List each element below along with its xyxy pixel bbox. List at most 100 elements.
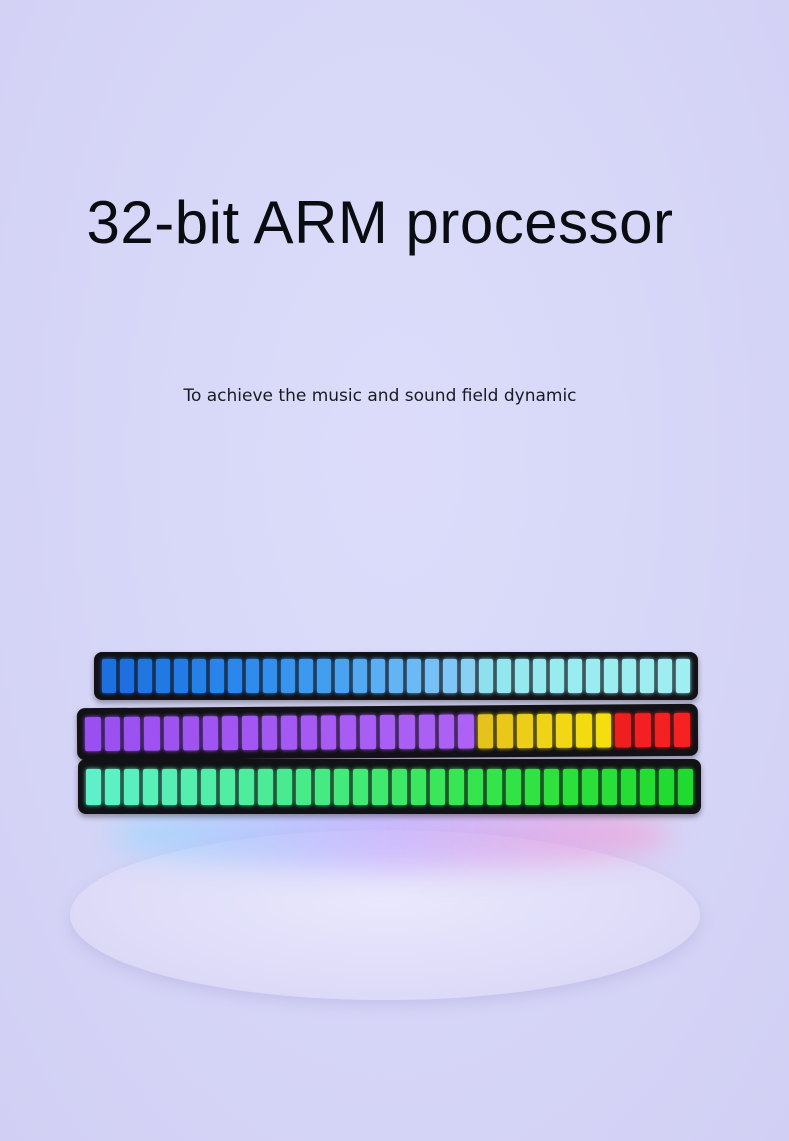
led-segment bbox=[640, 659, 655, 693]
led-segment bbox=[124, 716, 141, 751]
led-segment bbox=[183, 716, 199, 751]
led-segment bbox=[379, 714, 396, 750]
led-segment bbox=[242, 715, 258, 751]
led-segment bbox=[104, 716, 121, 751]
led-segment bbox=[261, 715, 278, 750]
led-segment bbox=[155, 659, 170, 693]
headline: 32-bit ARM processor bbox=[86, 189, 674, 256]
led-segment bbox=[102, 659, 116, 693]
led-segment bbox=[532, 659, 547, 693]
led-segment bbox=[514, 659, 529, 693]
led-segment bbox=[281, 659, 296, 693]
led-segment bbox=[202, 716, 219, 751]
led-segment bbox=[601, 768, 617, 805]
led-segment bbox=[299, 659, 314, 693]
led-segment bbox=[658, 659, 672, 693]
led-bar-green bbox=[78, 759, 701, 814]
led-segment bbox=[399, 714, 416, 749]
led-segment bbox=[200, 768, 216, 805]
led-segment bbox=[320, 715, 337, 750]
led-segment bbox=[634, 713, 651, 748]
led-segment bbox=[334, 768, 350, 805]
led-segment bbox=[353, 659, 368, 693]
led-segment bbox=[119, 659, 134, 693]
led-segment bbox=[191, 659, 206, 693]
led-segment bbox=[410, 768, 426, 805]
led-segment bbox=[429, 768, 445, 805]
led-segment bbox=[143, 768, 159, 805]
led-segment bbox=[238, 768, 254, 805]
led-segment bbox=[389, 659, 403, 693]
led-segment bbox=[124, 768, 140, 805]
led-segment bbox=[677, 768, 693, 805]
led-segment bbox=[418, 714, 435, 749]
led-segment bbox=[582, 768, 598, 805]
led-segment bbox=[245, 659, 260, 693]
led-segment bbox=[371, 659, 385, 693]
led-segment bbox=[163, 716, 180, 751]
led-segment bbox=[536, 713, 553, 748]
led-segment bbox=[173, 659, 188, 693]
led-segment bbox=[257, 768, 273, 805]
led-segment bbox=[467, 768, 483, 805]
led-segment bbox=[181, 768, 197, 805]
led-segment bbox=[477, 714, 494, 749]
led-segment bbox=[595, 713, 612, 748]
led-segment bbox=[497, 714, 514, 749]
led-segment bbox=[317, 659, 332, 693]
led-segment bbox=[639, 768, 655, 805]
led-segment bbox=[353, 768, 369, 805]
led-segment bbox=[544, 768, 560, 805]
subline: To achieve the music and sound field dyn… bbox=[183, 386, 577, 406]
led-segment bbox=[340, 715, 357, 750]
led-segment bbox=[222, 716, 239, 751]
led-segment bbox=[296, 768, 312, 805]
led-segment bbox=[335, 659, 350, 693]
led-segment bbox=[622, 659, 637, 693]
led-bar-purple-yellow-red bbox=[76, 703, 699, 761]
led-segment bbox=[281, 715, 298, 750]
led-segment bbox=[359, 715, 376, 750]
led-segment bbox=[438, 714, 455, 749]
led-segment bbox=[550, 659, 565, 693]
led-segment bbox=[105, 768, 121, 805]
led-segment bbox=[568, 659, 583, 693]
led-segment bbox=[586, 659, 601, 693]
led-segment bbox=[478, 659, 493, 693]
led-segment bbox=[424, 659, 439, 693]
led-segment bbox=[676, 659, 690, 693]
led-segment bbox=[575, 713, 592, 748]
led-segment bbox=[525, 768, 541, 805]
led-segment bbox=[674, 712, 690, 747]
led-segment bbox=[460, 659, 475, 693]
led-segment bbox=[604, 659, 619, 693]
led-segment bbox=[372, 768, 388, 805]
led-segment bbox=[137, 659, 152, 693]
led-segment bbox=[276, 768, 293, 805]
led-segment bbox=[496, 659, 511, 693]
led-segment bbox=[506, 768, 522, 805]
led-segment bbox=[486, 768, 503, 805]
led-segment bbox=[563, 768, 579, 805]
led-segment bbox=[658, 768, 674, 805]
led-segment bbox=[458, 714, 474, 749]
led-segment bbox=[143, 716, 160, 751]
led-segment bbox=[219, 768, 235, 805]
led-segment bbox=[263, 659, 278, 693]
led-segment bbox=[654, 713, 671, 748]
led-segment bbox=[315, 768, 331, 805]
led-segment bbox=[406, 659, 421, 693]
led-bar-blue bbox=[94, 652, 698, 700]
led-segment bbox=[300, 715, 317, 750]
led-segment bbox=[620, 768, 636, 805]
led-segment bbox=[442, 659, 457, 693]
led-segment bbox=[516, 713, 533, 749]
led-segment bbox=[209, 659, 224, 693]
led-segment bbox=[391, 768, 407, 805]
led-segment bbox=[556, 713, 573, 748]
led-segment bbox=[86, 768, 102, 805]
led-segment bbox=[84, 717, 101, 752]
led-segment bbox=[162, 768, 178, 805]
led-segment bbox=[448, 768, 464, 805]
